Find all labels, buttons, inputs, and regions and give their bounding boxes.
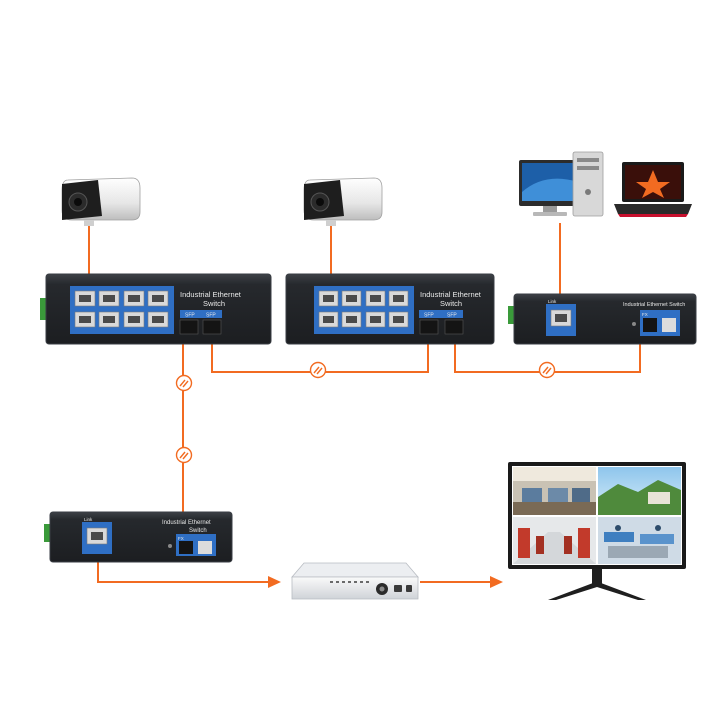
sfp-port-1 xyxy=(419,319,439,335)
sfp-label-1: SFP xyxy=(185,313,195,319)
industrial-switch-middle: Industrial Ethernet Switch SFP SFP xyxy=(285,273,495,345)
sfp-panel xyxy=(419,310,463,318)
sfp-port-1 xyxy=(179,319,199,335)
fiber-icon xyxy=(175,446,193,464)
industrial-switch-left: Industrial Ethernet Switch SFP SFP xyxy=(40,273,272,345)
surveillance-monitor-icon xyxy=(508,462,686,600)
switch-title: Industrial Ethernet xyxy=(180,290,242,299)
fiber-icon xyxy=(175,374,193,392)
converter-title: Industrial Ethernet xyxy=(162,520,211,526)
port-label: Link xyxy=(548,299,557,304)
switch-title: Industrial Ethernet xyxy=(420,290,482,299)
fiber-icon xyxy=(309,361,327,379)
media-converter-top: Link Industrial Ethernet Switch FX xyxy=(508,293,697,345)
sfp-label-1: SFP xyxy=(424,313,434,319)
desktop-computer-icon xyxy=(519,151,604,217)
sfp-port-2 xyxy=(202,319,222,335)
laptop-icon xyxy=(614,162,692,217)
switch-subtitle: Switch xyxy=(440,299,462,308)
media-converter-bottom: Link Industrial Ethernet Switch FX xyxy=(44,511,233,563)
sfp-port-2 xyxy=(444,319,464,335)
arrow-to-monitor xyxy=(490,576,503,588)
bullet-camera-icon xyxy=(303,177,383,226)
network-video-recorder-icon xyxy=(291,562,419,600)
fx-label: FX xyxy=(178,536,184,541)
arrow-to-nvr xyxy=(268,576,281,588)
converter-subtitle: Switch xyxy=(189,528,207,534)
sfp-label-2: SFP xyxy=(206,313,216,319)
fiber-icon xyxy=(538,361,556,379)
port-label: Link xyxy=(84,517,93,522)
fx-label: FX xyxy=(642,312,648,317)
sfp-label-2: SFP xyxy=(447,313,457,319)
bullet-camera-icon xyxy=(61,177,141,226)
converter-title: Industrial Ethernet Switch xyxy=(623,302,685,308)
switch-subtitle: Switch xyxy=(203,299,225,308)
sfp-panel xyxy=(180,310,222,318)
